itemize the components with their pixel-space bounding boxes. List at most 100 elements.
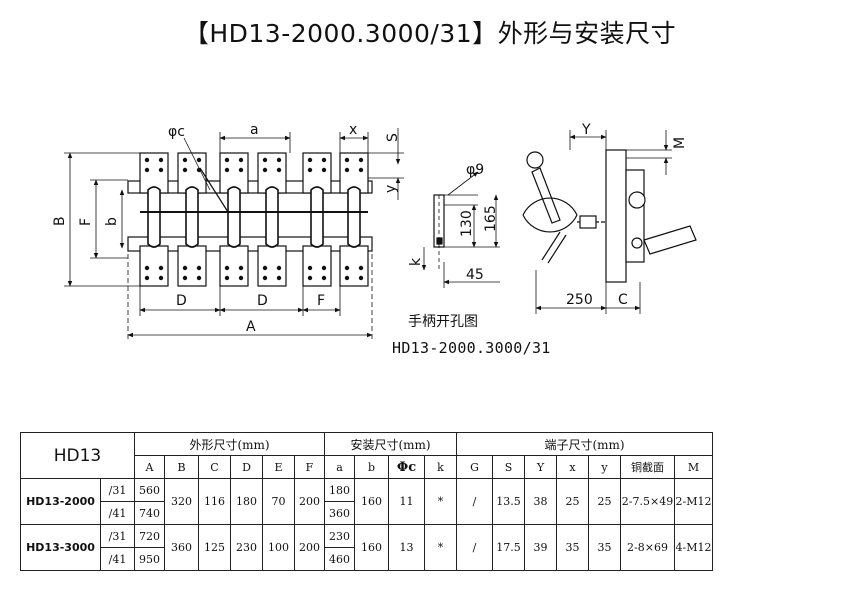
col-header: G (456, 455, 493, 479)
cell-F: 200 (294, 524, 325, 571)
col-header: B (164, 455, 199, 479)
cell-a: 180 (324, 478, 355, 502)
table-row: HD13-3000 /31 720 360 125 230 100 200 23… (20, 524, 713, 571)
col-header: Φc (388, 455, 425, 479)
cell-C: 125 (198, 524, 231, 571)
side-view (522, 149, 697, 283)
cell-C: 116 (198, 478, 231, 525)
table-row: /41 950 460 (21, 547, 713, 571)
col-header: k (424, 455, 457, 479)
caption-handle-cutout: 手柄开孔图 (408, 314, 478, 330)
technical-drawing: φc a x S y B F b D D F A φ9 130 165 k 45 (52, 122, 697, 340)
row-variant: /31 (100, 524, 135, 548)
cell-M: 2-M12 (674, 478, 713, 525)
cell-D: 180 (230, 478, 263, 525)
label-b: b (104, 217, 120, 226)
col-header: E (262, 455, 295, 479)
header-terminal: 端子尺寸(mm) (456, 432, 713, 456)
cell-y: 25 (588, 478, 621, 525)
label-D1: D (176, 293, 187, 309)
label-M: M (672, 137, 688, 149)
cell-k: * (424, 524, 457, 571)
row-variant: /41 (100, 547, 135, 571)
top-terminals (139, 152, 369, 194)
label-k: k (408, 257, 424, 266)
cell-D: 230 (230, 524, 263, 571)
cell-Y: 38 (524, 478, 557, 525)
cell-A: 560 (134, 478, 165, 502)
label-B: B (52, 216, 68, 226)
handle-cutout-labels: φ9 130 165 k 45 (408, 162, 499, 283)
dimension-table: HD13 外形尺寸(mm) 安装尺寸(mm) 端子尺寸(mm) A B C D … (20, 432, 713, 571)
col-header: M (674, 455, 713, 479)
header-outline: 外形尺寸(mm) (134, 432, 325, 456)
handle-cutout-dimensions (421, 171, 500, 288)
front-view-dimensions (64, 128, 404, 338)
label-C: C (618, 292, 628, 308)
label-Y: Y (581, 122, 591, 138)
col-header: S (492, 455, 525, 479)
label-phi9: φ9 (466, 162, 484, 178)
table-header-row-1: HD13 外形尺寸(mm) 安装尺寸(mm) 端子尺寸(mm) (20, 432, 713, 479)
row-variant: /31 (100, 478, 135, 502)
cell-b: 160 (354, 478, 389, 525)
col-header: y (588, 455, 621, 479)
handle-cutout-view (433, 194, 445, 270)
cell-a: 360 (324, 501, 355, 525)
label-165: 165 (483, 205, 499, 232)
cell-M: 4-M12 (674, 524, 713, 571)
cell-E: 70 (262, 478, 295, 525)
cell-A: 740 (134, 501, 165, 525)
bottom-terminals (139, 245, 369, 287)
table-row: HD13-2000 /31 560 320 116 180 70 200 180… (20, 478, 713, 525)
label-phi-c: φc (168, 124, 185, 140)
cell-A: 950 (134, 547, 165, 571)
cell-a: 460 (324, 547, 355, 571)
col-header: Y (524, 455, 557, 479)
cell-copper: 2-8×69 (620, 524, 675, 571)
label-a: a (250, 122, 259, 138)
label-45: 45 (466, 267, 484, 283)
cell-copper: 2-7.5×49 (620, 478, 675, 525)
terminal-holes (144, 157, 364, 281)
col-header: x (556, 455, 589, 479)
cell-B: 360 (164, 524, 199, 571)
side-view-dimensions (535, 130, 672, 314)
cell-y: 35 (588, 524, 621, 571)
header-install: 安装尺寸(mm) (324, 432, 457, 456)
label-F: F (78, 218, 94, 226)
row-variant: /41 (100, 501, 135, 525)
side-view-labels: Y M 250 C (566, 122, 688, 308)
cell-E: 100 (262, 524, 295, 571)
row-model: HD13-2000 (20, 478, 101, 525)
cell-F: 200 (294, 478, 325, 525)
label-y: y (383, 185, 399, 193)
col-header: a (324, 455, 355, 479)
cell-G: / (456, 478, 493, 525)
cell-k: * (424, 478, 457, 525)
col-header: A (134, 455, 165, 479)
row-model: HD13-3000 (20, 524, 101, 571)
label-250: 250 (566, 292, 593, 308)
cell-x: 35 (556, 524, 589, 571)
col-header: D (230, 455, 263, 479)
label-x: x (349, 122, 357, 138)
col-header: 铜截面 (620, 455, 675, 479)
header-model: HD13 (20, 432, 135, 479)
label-D2: D (257, 293, 268, 309)
knife-blades (147, 186, 361, 248)
col-header: F (294, 455, 325, 479)
caption-model: HD13-2000.3000/31 (392, 339, 551, 357)
cell-a: 230 (324, 524, 355, 548)
page-title: 【HD13-2000.3000/31】外形与安装尺寸 (183, 19, 677, 48)
cell-c: 11 (388, 478, 425, 525)
cell-x: 25 (556, 478, 589, 525)
col-header: C (198, 455, 231, 479)
label-A: A (246, 319, 256, 335)
cell-b: 160 (354, 524, 389, 571)
front-view (127, 152, 373, 340)
cell-A: 720 (134, 524, 165, 548)
cell-c: 13 (388, 524, 425, 571)
front-view-labels: φc a x S y B F b D D F A (52, 122, 401, 335)
label-s: S (385, 133, 401, 142)
